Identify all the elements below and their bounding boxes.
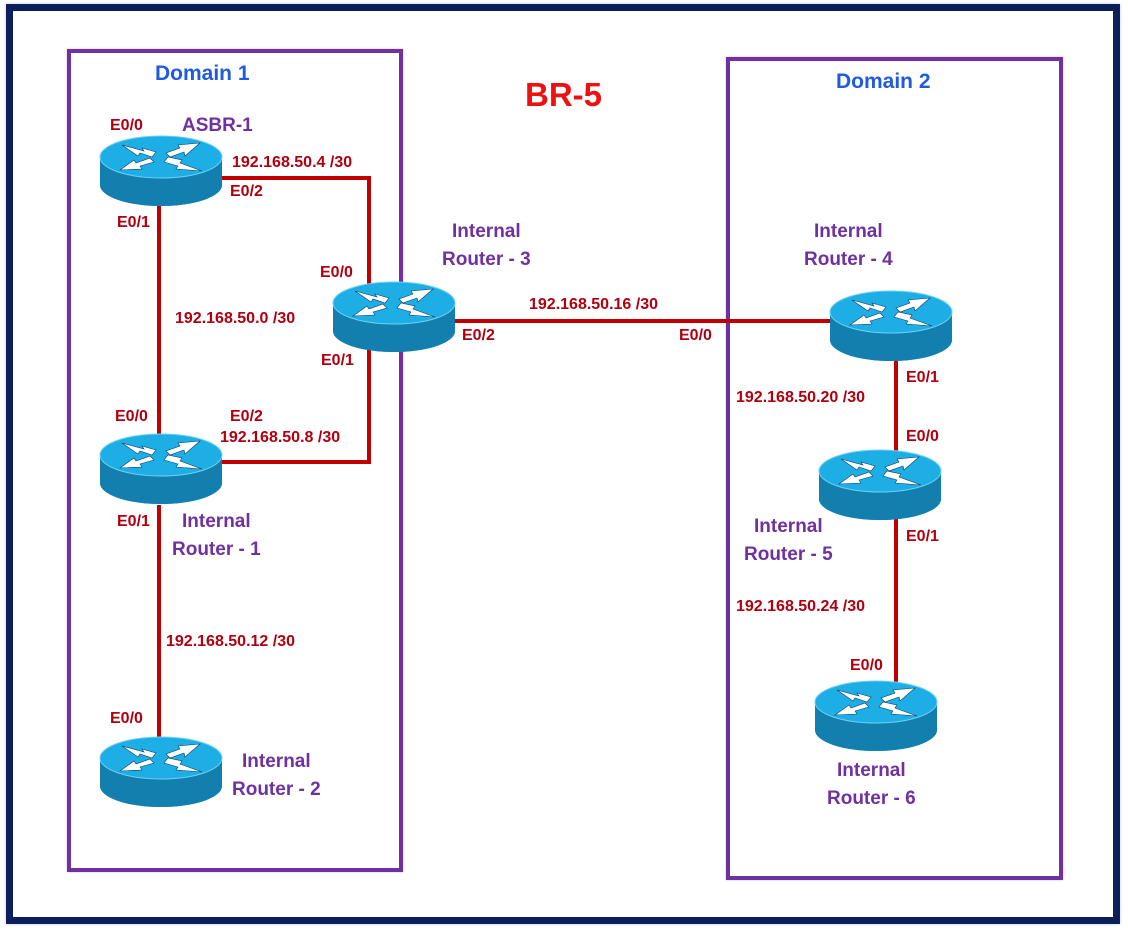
iface-r3-e0-1: E0/1 <box>321 352 354 369</box>
router-label-r6-line1: Internal <box>837 760 906 781</box>
router-label-r1-line2: Router - 1 <box>172 539 261 560</box>
iface-r3-e0-2: E0/2 <box>462 327 495 344</box>
iface-r1-e0-2: E0/2 <box>230 408 263 425</box>
router-icon-asbr1[interactable] <box>99 135 223 207</box>
iface-r4-e0-1: E0/1 <box>906 369 939 386</box>
router-label-r4: Internal Router - 4 <box>804 218 893 274</box>
iface-r5-e0-0: E0/0 <box>906 428 939 445</box>
domain-2-box <box>726 57 1063 880</box>
router-icon-r3[interactable] <box>332 281 456 353</box>
iface-r3-e0-0: E0/0 <box>320 264 353 281</box>
domain-2-title: Domain 2 <box>836 70 931 93</box>
router-icon-r6[interactable] <box>814 680 938 752</box>
router-label-r3: Internal Router - 3 <box>442 218 531 274</box>
subnet-r4-r5: 192.168.50.20 /30 <box>736 389 866 406</box>
domain-1-title: Domain 1 <box>155 62 250 85</box>
router-icon-r2[interactable] <box>99 736 223 808</box>
router-label-r2: Internal Router - 2 <box>232 748 321 804</box>
router-label-r1: Internal Router - 1 <box>172 508 261 564</box>
iface-r1-e0-1: E0/1 <box>117 513 150 530</box>
router-label-r6-line2: Router - 6 <box>827 788 916 809</box>
subnet-r1-r3: 192.168.50.8 /30 <box>220 429 341 446</box>
router-label-r3-line1: Internal <box>452 221 521 242</box>
router-label-asbr1: ASBR-1 <box>182 115 253 136</box>
iface-r4-e0-0: E0/0 <box>679 327 712 344</box>
diagram-title: BR-5 <box>525 76 603 113</box>
router-label-r4-line1: Internal <box>814 221 883 242</box>
router-label-r2-line2: Router - 2 <box>232 779 321 800</box>
router-label-r6: Internal Router - 6 <box>827 757 916 813</box>
router-icon-r4[interactable] <box>829 290 953 362</box>
router-label-r5: Internal Router - 5 <box>744 513 833 569</box>
iface-r6-e0-0: E0/0 <box>850 657 883 674</box>
link-asbr1-r3 <box>222 176 371 285</box>
subnet-asbr1-r1: 192.168.50.0 /30 <box>175 310 296 327</box>
iface-r5-e0-1: E0/1 <box>906 528 939 545</box>
router-label-r4-line2: Router - 4 <box>804 249 893 270</box>
subnet-asbr1-r3: 192.168.50.4 /30 <box>232 154 353 171</box>
diagram-frame <box>6 4 1120 924</box>
router-icon-r1[interactable] <box>99 433 223 505</box>
router-label-r5-line1: Internal <box>754 516 823 537</box>
router-icon-r5[interactable] <box>818 449 942 521</box>
subnet-r3-r4: 192.168.50.16 /30 <box>529 296 659 313</box>
router-label-r5-line2: Router - 5 <box>744 544 833 565</box>
iface-asbr1-e0-1: E0/1 <box>117 214 150 231</box>
subnet-r1-r2: 192.168.50.12 /30 <box>166 633 296 650</box>
iface-r2-e0-0: E0/0 <box>110 710 143 727</box>
iface-asbr1-e0-0: E0/0 <box>110 117 143 134</box>
iface-asbr1-e0-2: E0/2 <box>230 183 263 200</box>
link-r1-r3 <box>222 350 371 464</box>
router-label-r1-line1: Internal <box>182 511 251 532</box>
iface-r1-e0-0: E0/0 <box>115 408 148 425</box>
router-label-r3-line2: Router - 3 <box>442 249 531 270</box>
router-label-r2-line1: Internal <box>242 751 311 772</box>
domain-1-box <box>67 49 403 872</box>
subnet-r5-r6: 192.168.50.24 /30 <box>736 598 866 615</box>
